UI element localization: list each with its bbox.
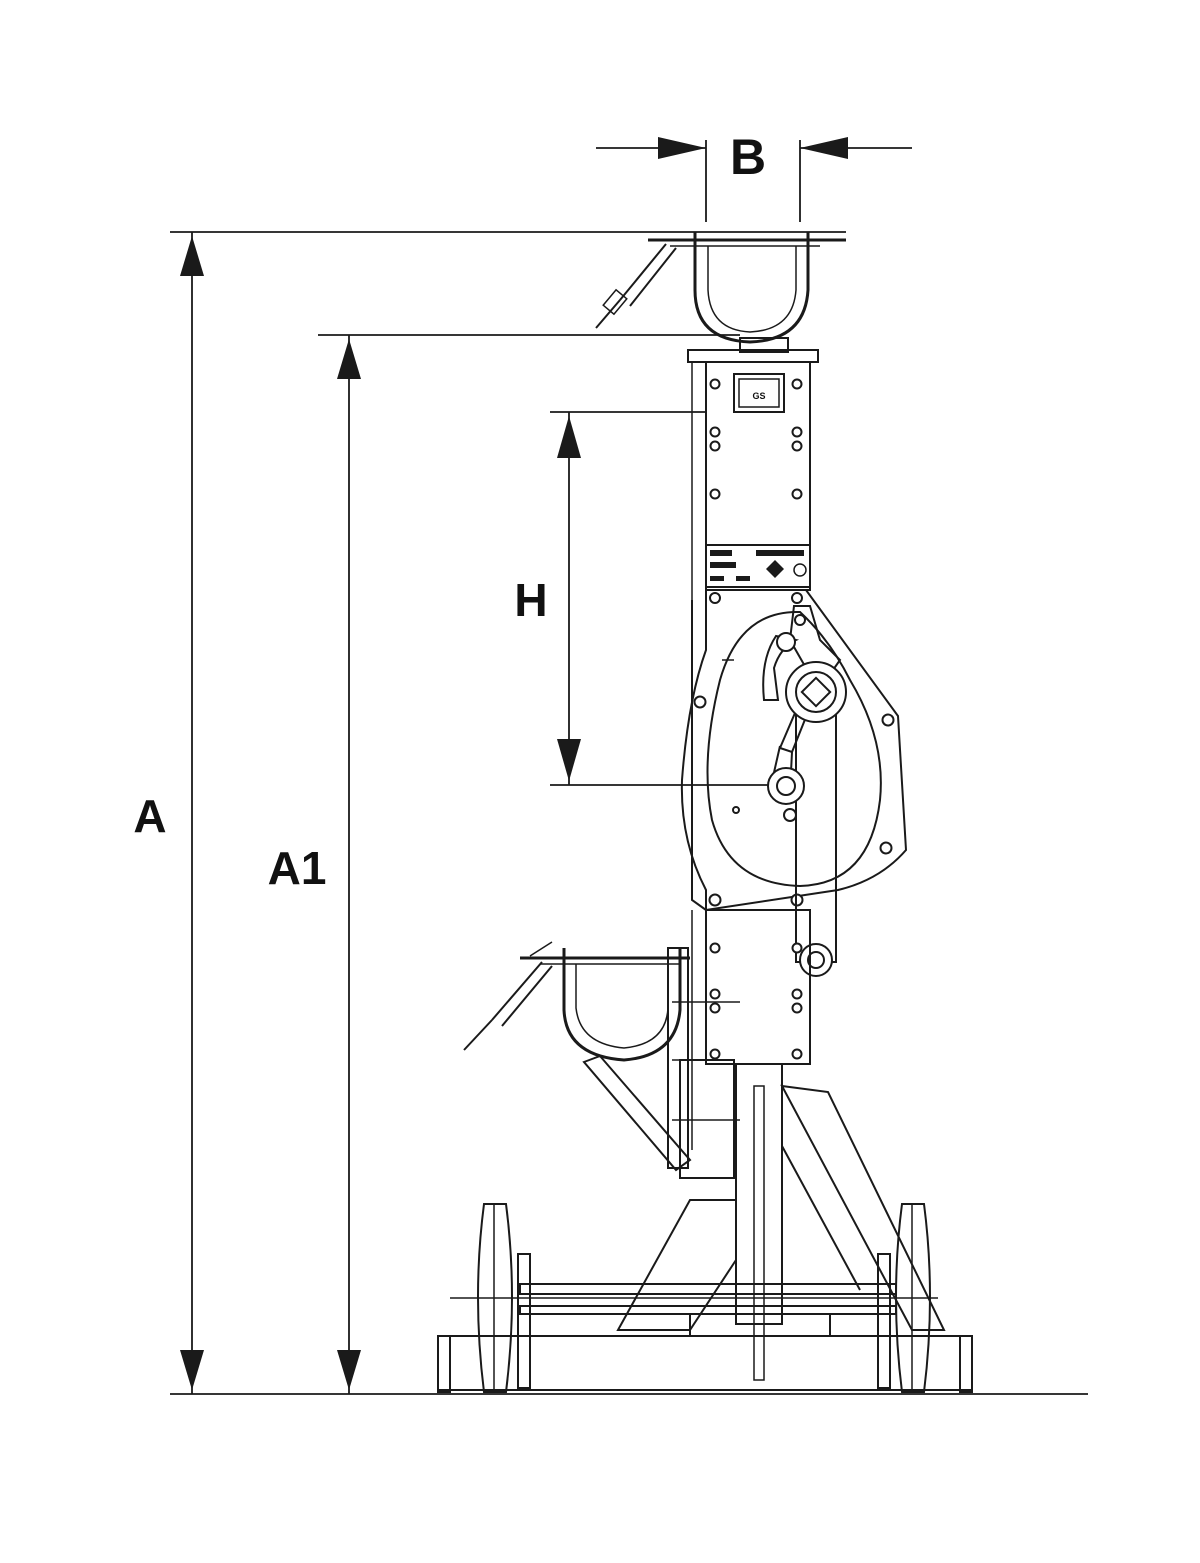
gs-mark-logo: GS <box>752 391 765 401</box>
data-plate <box>705 544 811 588</box>
lower-column <box>672 909 811 1150</box>
base-stand <box>437 1063 973 1393</box>
gs-mark-icon <box>733 373 785 413</box>
crank-handle <box>762 605 847 977</box>
gearbox-housing <box>680 589 908 912</box>
label-h: H <box>514 574 547 626</box>
dimension-a: A <box>133 231 1088 1395</box>
wheel-right <box>877 1203 931 1393</box>
top-saddle <box>595 232 846 353</box>
dimension-b: B <box>596 129 912 222</box>
plate-diamond-icon <box>766 560 784 578</box>
foot-saddle <box>463 941 735 1179</box>
upper-column: GS <box>687 349 819 604</box>
label-a1: A1 <box>268 842 327 894</box>
label-a: A <box>133 790 166 842</box>
dimension-a1: A1 <box>268 334 740 1394</box>
dimension-h: H <box>514 411 790 786</box>
label-b: B <box>730 129 766 185</box>
wheel-left <box>477 1203 531 1393</box>
